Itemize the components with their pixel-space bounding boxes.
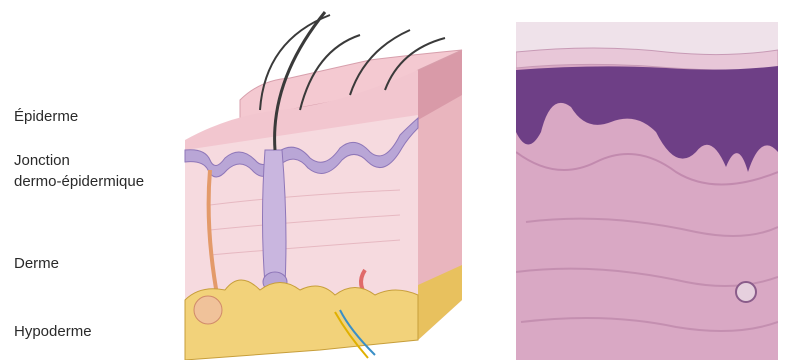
histology-micrograph — [516, 22, 778, 360]
label-dej-line2: dermo-épidermique — [14, 172, 144, 192]
label-dej-line1: Jonction — [14, 151, 70, 171]
hypodermis-fat — [185, 280, 418, 360]
label-dermis: Derme — [14, 254, 59, 274]
dermis-layer — [185, 115, 418, 315]
skin-section-illustration — [170, 0, 470, 360]
label-hypodermis: Hypoderme — [14, 322, 92, 342]
sweat-gland — [194, 296, 222, 324]
label-epidermis: Épiderme — [14, 107, 78, 127]
hair-follicle — [263, 150, 287, 290]
skin-appendage — [736, 282, 756, 302]
